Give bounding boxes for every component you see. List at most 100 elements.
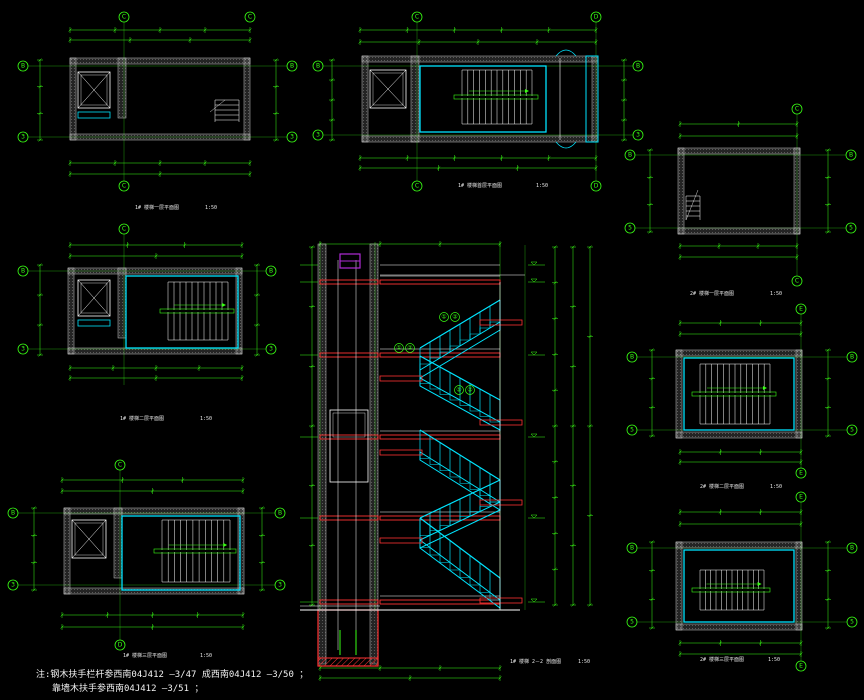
poche-dot (377, 452, 378, 453)
poche-dot (412, 141, 413, 142)
poche-dot (206, 592, 207, 593)
poche-dot (108, 269, 109, 270)
poche-dot (197, 512, 198, 513)
poche-dot (788, 543, 789, 544)
poche-dot (120, 272, 121, 273)
poche-dot (677, 414, 678, 415)
step (439, 464, 450, 472)
poche-dot (791, 351, 792, 352)
poche-dot (697, 232, 698, 233)
wall-poche (677, 227, 801, 235)
poche-dot (387, 137, 388, 138)
poche-dot (417, 60, 418, 61)
poche-dot (374, 245, 375, 246)
poche-dot (797, 597, 798, 598)
poche-dot (319, 377, 320, 378)
poche-dot (680, 628, 681, 629)
poche-dot (363, 78, 364, 79)
poche-dot (800, 375, 801, 376)
poche-dot (366, 102, 367, 103)
poche-dot (402, 57, 403, 58)
poche-dot (71, 101, 72, 102)
poche-dot (179, 592, 180, 593)
poche-dot (245, 74, 246, 75)
poche-dot (734, 543, 735, 544)
poche-dot (417, 137, 418, 138)
dimension-slash (648, 202, 652, 207)
poche-dot (793, 152, 794, 153)
poche-dot (374, 347, 375, 348)
poche-dot (72, 347, 73, 348)
poche-dot (107, 512, 108, 513)
poche-dot (194, 62, 195, 63)
poche-dot (791, 625, 792, 626)
dimension-slash (571, 603, 575, 607)
poche-dot (677, 393, 678, 394)
poche-dot (248, 59, 249, 60)
poche-dot (363, 123, 364, 124)
poche-dot (573, 140, 574, 141)
poche-dot (596, 123, 597, 124)
poche-dot (495, 57, 496, 58)
poche-dot (593, 57, 594, 58)
poche-dot (790, 232, 791, 233)
dimension-slash (68, 38, 72, 42)
poche-dot (248, 62, 249, 63)
dimension-slash (255, 293, 259, 297)
poche-dot (325, 419, 326, 420)
poche-dot (325, 539, 326, 540)
poche-dot (371, 257, 372, 258)
poche-dot (377, 386, 378, 387)
poche-dot (371, 326, 372, 327)
poche-dot (371, 554, 372, 555)
poche-dot (795, 194, 796, 195)
poche-dot (438, 137, 439, 138)
axis-bubble: E (795, 467, 807, 479)
poche-dot (72, 299, 73, 300)
poche-dot (579, 140, 580, 141)
poche-dot (677, 429, 678, 430)
poche-dot (760, 232, 761, 233)
poche-dot (206, 62, 207, 63)
poche-dot (122, 68, 123, 69)
poche-dot (739, 232, 740, 233)
poche-dot (322, 326, 323, 327)
axis-bubble: 3 (274, 579, 286, 591)
poche-dot (107, 592, 108, 593)
poche-dot (374, 407, 375, 408)
poche-dot (319, 374, 320, 375)
poche-dot (745, 232, 746, 233)
poche-dot (65, 512, 66, 513)
poche-dot (492, 60, 493, 61)
poche-dot (325, 605, 326, 606)
poche-dot (98, 135, 99, 136)
poche-dot (71, 122, 72, 123)
poche-dot (72, 350, 73, 351)
dimension-slash (588, 245, 592, 249)
poche-dot (788, 436, 789, 437)
poche-dot (322, 287, 323, 288)
poche-dot (760, 229, 761, 230)
poche-dot (374, 392, 375, 393)
poche-dot (118, 533, 119, 534)
poche-dot (245, 138, 246, 139)
poche-dot (798, 227, 799, 228)
poche-dot (552, 140, 553, 141)
poche-dot (74, 98, 75, 99)
poche-dot (593, 138, 594, 139)
poche-dot (412, 135, 413, 136)
poche-dot (374, 422, 375, 423)
poche-dot (125, 509, 126, 510)
poche-dot (239, 138, 240, 139)
poche-dot (682, 152, 683, 153)
poche-dot (374, 500, 375, 501)
poche-dot (107, 59, 108, 60)
poche-dot (143, 512, 144, 513)
poche-dot (704, 433, 705, 434)
poche-dot (371, 650, 372, 651)
poche-dot (69, 349, 70, 350)
poche-dot (677, 354, 678, 355)
poche-dot (374, 473, 375, 474)
poche-dot (722, 543, 723, 544)
poche-dot (776, 625, 777, 626)
